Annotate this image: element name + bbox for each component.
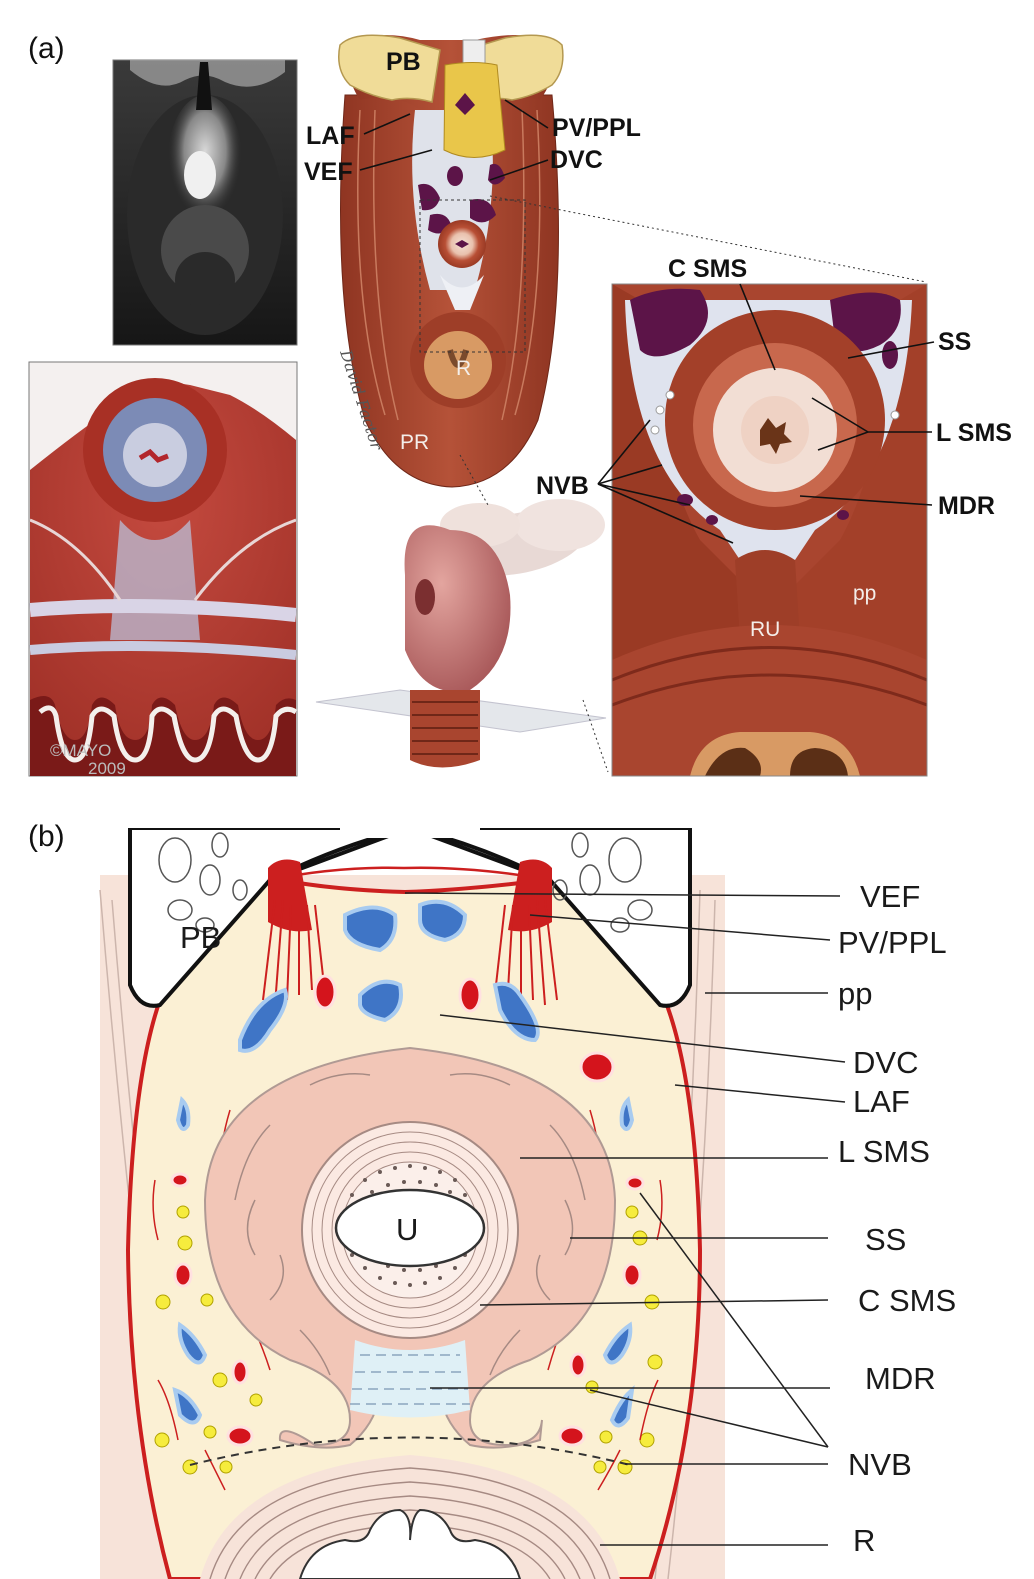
label-b-dvc: DVC — [853, 1045, 918, 1080]
label-a-vef: VEF — [304, 158, 353, 186]
label-a-c-sms: C SMS — [668, 255, 747, 283]
label-a-l-sms: L SMS — [936, 419, 1012, 447]
label-a-ss: SS — [938, 328, 971, 356]
label-b-vef: VEF — [860, 879, 920, 914]
label-b-pv-ppl: PV/PPL — [838, 925, 947, 960]
histology-image: ©MAYO 2009 — [28, 361, 298, 778]
mri-image — [112, 59, 298, 346]
label-b-mdr: MDR — [865, 1361, 936, 1396]
label-a-mdr: MDR — [938, 492, 995, 520]
copyright-year: 2009 — [88, 759, 126, 778]
leader-lines-b — [404, 892, 846, 1546]
label-a-pb: PB — [386, 48, 421, 76]
pelvic-floor-illustration: R PR David Factor — [336, 34, 564, 488]
label-b-laf: LAF — [853, 1084, 910, 1119]
panel-a-letter: (a) — [28, 32, 65, 65]
label-b-u: U — [396, 1212, 418, 1247]
label-b-l-sms: L SMS — [838, 1134, 930, 1169]
label-b-r: R — [853, 1523, 875, 1558]
label-a-nvb: NVB — [536, 472, 589, 500]
label-a-laf: LAF — [306, 122, 355, 150]
leader-lines-a — [359, 99, 935, 544]
copyright-mayo: ©MAYO — [50, 741, 111, 760]
label-a-r: R — [456, 357, 471, 380]
label-b-pb: PB — [180, 920, 221, 955]
zoomed-inset: pp RU — [612, 284, 927, 776]
label-a-ru: RU — [750, 618, 780, 641]
panel-b-letter: (b) — [28, 820, 65, 853]
label-b-c-sms: C SMS — [858, 1283, 956, 1318]
label-a-pr: PR — [400, 431, 429, 454]
organ-3d-sketch — [315, 499, 607, 768]
zoom-guide-lines — [459, 195, 927, 773]
label-b-pp: pp — [838, 976, 872, 1011]
label-a-dvc: DVC — [550, 146, 603, 174]
label-b-nvb: NVB — [848, 1447, 912, 1482]
label-a-pp: pp — [853, 582, 876, 605]
schematic-diagram — [99, 828, 725, 1579]
label-a-pv-ppl: PV/PPL — [552, 114, 641, 142]
label-b-ss: SS — [865, 1222, 906, 1257]
